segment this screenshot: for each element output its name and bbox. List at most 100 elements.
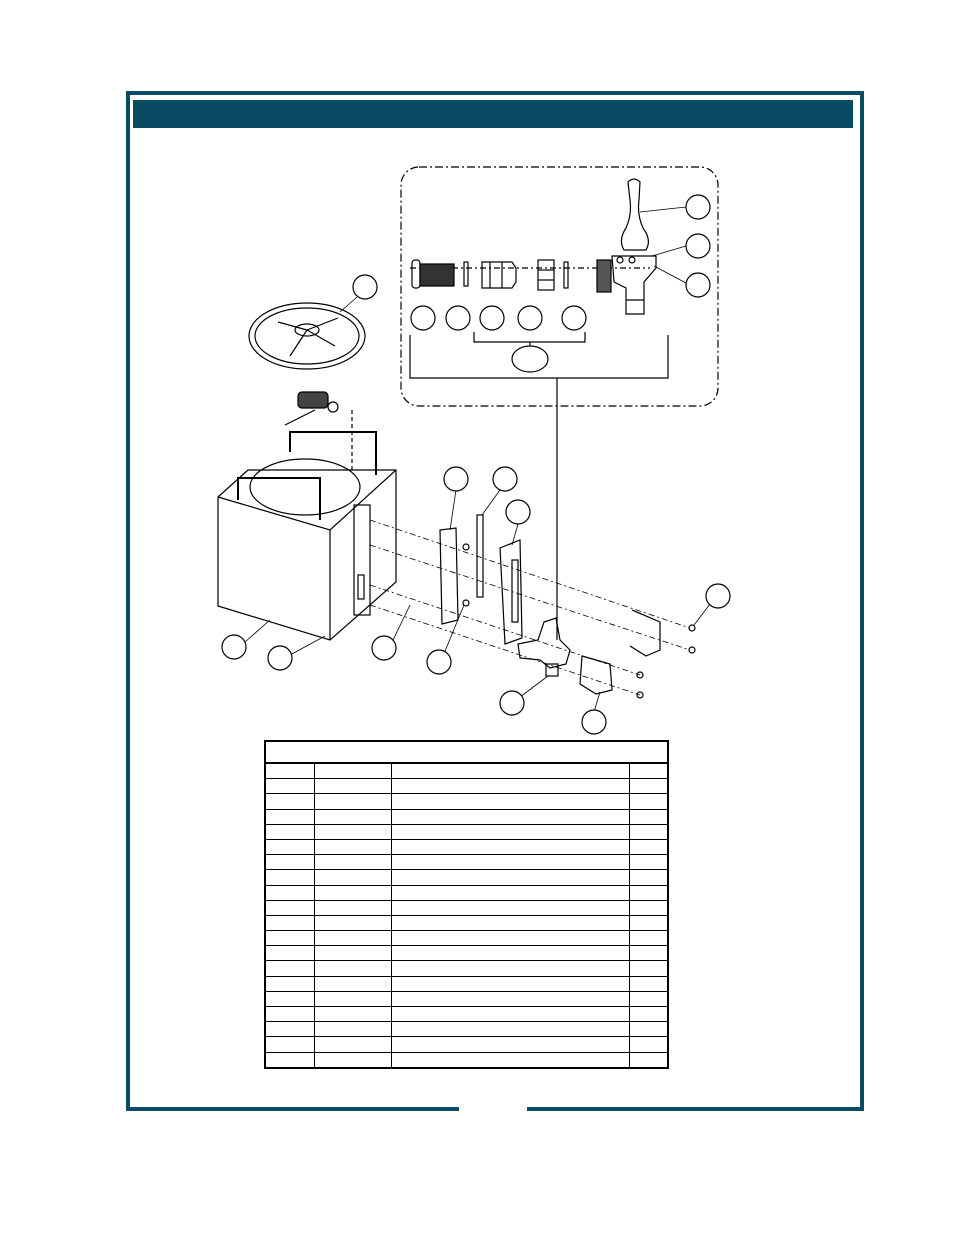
- table-row: [264, 854, 669, 871]
- callout: [685, 233, 711, 259]
- table-cell: [313, 762, 392, 780]
- table-cell: [390, 1021, 630, 1038]
- table-cell: [390, 762, 630, 780]
- urn-body: [217, 431, 397, 641]
- table-cell: [313, 808, 392, 825]
- table-cell: [313, 869, 392, 886]
- callout: [581, 709, 607, 735]
- table-cell: [313, 975, 392, 992]
- table-cell: [390, 1006, 630, 1023]
- table-cell: [264, 884, 315, 901]
- table-row: [264, 762, 669, 780]
- callout: [505, 499, 531, 525]
- callout: [511, 345, 549, 373]
- table-row: [264, 869, 669, 886]
- table-cell: [313, 960, 392, 977]
- callout: [445, 305, 471, 331]
- table-cell: [390, 838, 630, 856]
- urn-lid: [248, 302, 366, 370]
- table-cell: [264, 854, 315, 871]
- table-cell: [390, 869, 630, 886]
- table-cell: [313, 899, 392, 916]
- table-cell: [264, 1006, 315, 1023]
- table-cell: [264, 762, 315, 780]
- table-cell: [628, 854, 669, 871]
- table-cell: [264, 975, 315, 992]
- table-cell: [390, 778, 630, 795]
- table-cell: [628, 1051, 669, 1069]
- table-cell: [264, 960, 315, 977]
- table-cell: [264, 823, 315, 840]
- table-cell: [390, 808, 630, 825]
- table-row: [264, 975, 669, 992]
- table-cell: [313, 838, 392, 856]
- table-row: [264, 823, 669, 840]
- table-cell: [390, 854, 630, 871]
- table-cell: [264, 1036, 315, 1053]
- lower-faucet: [517, 617, 571, 677]
- table-cell: [313, 1021, 392, 1038]
- section-header-bar: [133, 100, 853, 128]
- table-cell: [313, 884, 392, 901]
- table-cell: [628, 884, 669, 901]
- table-cell: [264, 808, 315, 825]
- table-cell: [628, 914, 669, 932]
- mounting-lines: [369, 519, 691, 696]
- table-row: [264, 930, 669, 947]
- table-cell: [628, 762, 669, 780]
- parts-table-body: [264, 762, 669, 1069]
- table-row: [264, 945, 669, 962]
- faucet-body: [596, 255, 657, 315]
- table-cell: [628, 960, 669, 977]
- table-cell: [390, 945, 630, 962]
- table-row: [264, 1051, 669, 1069]
- table-cell: [313, 793, 392, 810]
- table-row: [264, 914, 669, 932]
- callout: [267, 645, 293, 671]
- table-cell: [390, 899, 630, 916]
- gauge-parts: [439, 514, 523, 645]
- table-cell: [264, 793, 315, 810]
- table-cell: [264, 1051, 315, 1069]
- table-cell: [264, 869, 315, 886]
- table-row: [264, 990, 669, 1008]
- table-cell: [313, 945, 392, 962]
- table-cell: [628, 990, 669, 1008]
- table-cell: [390, 930, 630, 947]
- table-cell: [313, 930, 392, 947]
- mounting-brackets: [462, 543, 696, 699]
- table-row: [264, 793, 669, 810]
- table-cell: [628, 838, 669, 856]
- callout: [479, 305, 505, 331]
- table-row: [264, 884, 669, 901]
- shank-assembly-parts: [411, 259, 569, 291]
- faucet-detail-box: [400, 166, 719, 407]
- table-cell: [390, 914, 630, 932]
- callout: [371, 635, 397, 661]
- table-cell: [390, 1051, 630, 1069]
- faucet-handle: [620, 178, 649, 251]
- table-cell: [628, 1021, 669, 1038]
- table-cell: [313, 854, 392, 871]
- table-cell: [313, 1036, 392, 1053]
- table-cell: [628, 808, 669, 825]
- table-cell: [264, 930, 315, 947]
- table-cell: [628, 869, 669, 886]
- callout: [426, 649, 452, 675]
- table-cell: [264, 914, 315, 932]
- table-cell: [313, 914, 392, 932]
- callout: [221, 634, 247, 660]
- table-cell: [313, 823, 392, 840]
- table-cell: [390, 990, 630, 1008]
- table-cell: [390, 975, 630, 992]
- callout: [685, 194, 711, 220]
- table-caption: [265, 741, 668, 764]
- table-cell: [390, 884, 630, 901]
- table-cell: [313, 990, 392, 1008]
- assembly-bracket: [409, 335, 669, 379]
- table-row: [264, 1036, 669, 1053]
- callout: [352, 274, 378, 300]
- callout: [443, 466, 469, 492]
- table-cell: [264, 899, 315, 916]
- table-cell: [628, 975, 669, 992]
